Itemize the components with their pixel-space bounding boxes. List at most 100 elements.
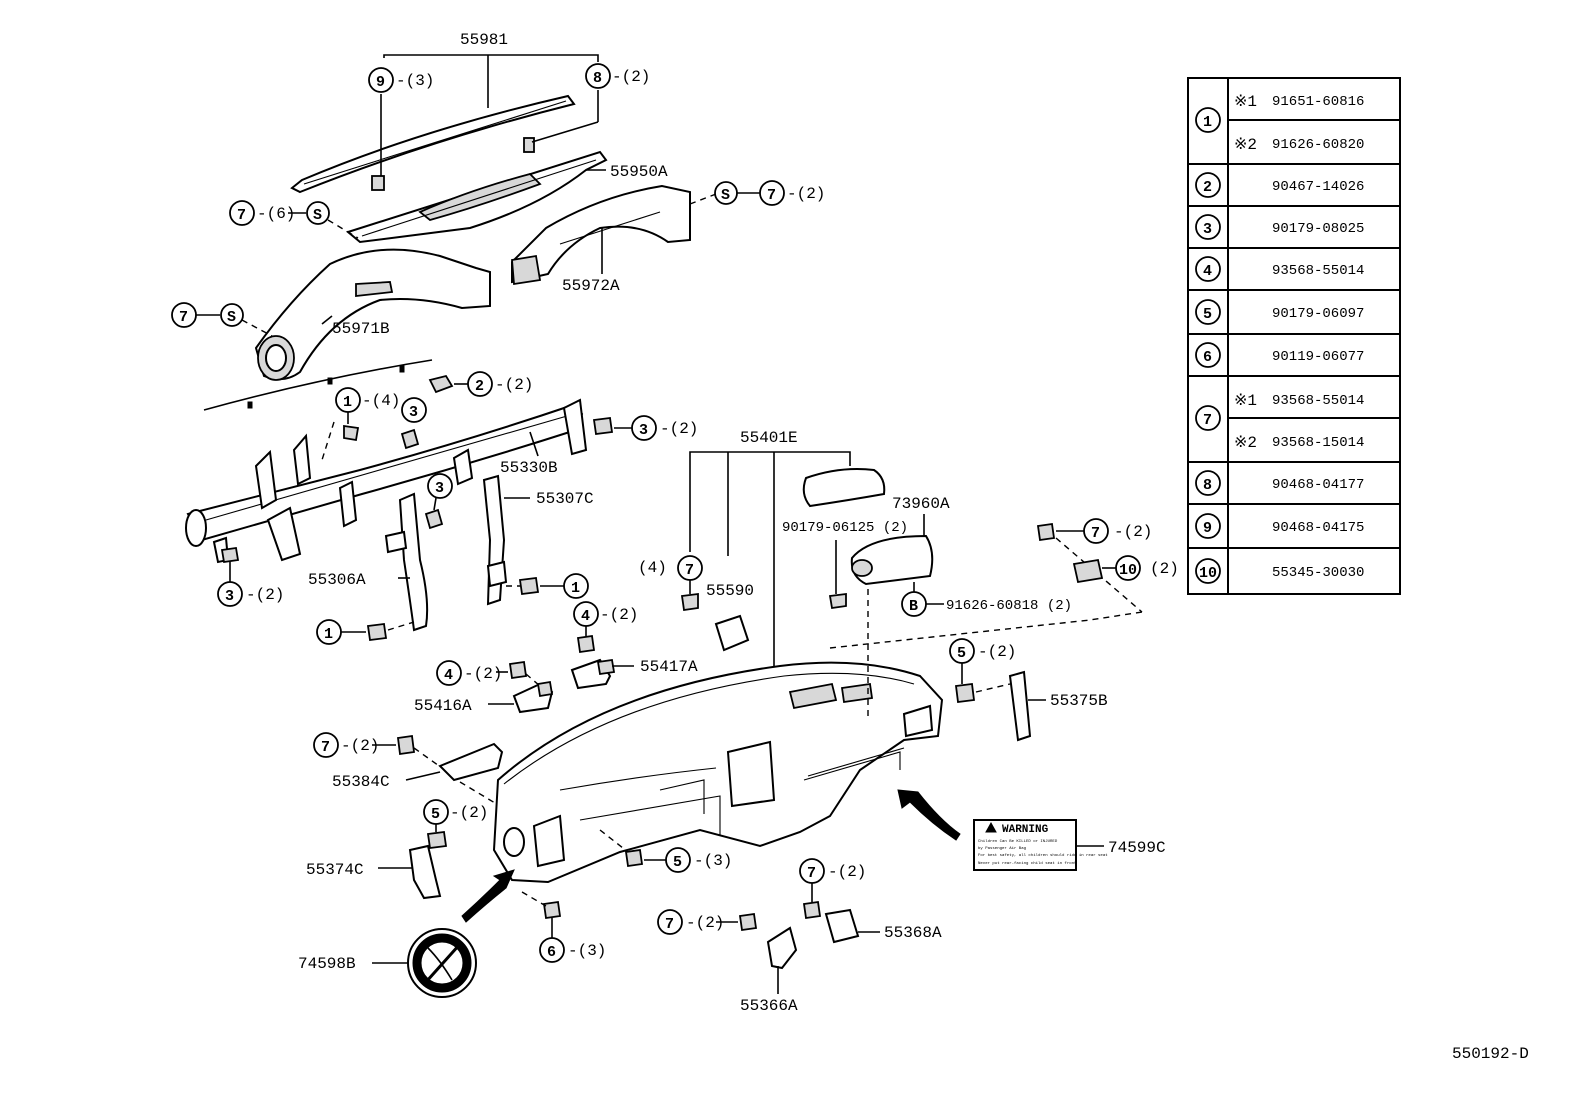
- legend-ref-5-text: 5: [1203, 306, 1212, 323]
- legend-mark-1-1: ※1: [1234, 93, 1257, 111]
- pointer-arrow-warning: [897, 789, 961, 841]
- legend-mark-1-2: ※2: [1234, 136, 1257, 154]
- callout-3-c: [217, 581, 243, 607]
- label-55972A: 55972A: [562, 277, 620, 295]
- callout-5-b-text: 5: [957, 645, 966, 662]
- label-55971B: 55971B: [332, 320, 390, 338]
- legend-ref-2: [1195, 172, 1221, 198]
- legend-ref-3-text: 3: [1203, 221, 1212, 238]
- legend-part-1-1: 91651-60816: [1272, 94, 1364, 110]
- callout-1-c: [563, 573, 589, 599]
- qty-5-c: -(3): [694, 852, 732, 870]
- callout-9-text: 9: [376, 74, 385, 91]
- callout-b-text: B: [909, 598, 918, 615]
- callout-7-g: [657, 909, 683, 935]
- callout-7-h-text: 7: [807, 865, 816, 882]
- screw-s-a-text: S: [313, 207, 322, 224]
- legend-ref-9: [1195, 513, 1221, 539]
- callout-3-b: [631, 415, 657, 441]
- label-55401E: 55401E: [740, 429, 798, 447]
- callout-10: [1115, 555, 1141, 581]
- legend-ref-4-text: 4: [1203, 263, 1212, 280]
- qty-10: (2): [1150, 560, 1179, 578]
- label-55366A: 55366A: [740, 997, 798, 1015]
- qty-6: -(3): [568, 942, 606, 960]
- defroster-nozzle-group: 55981 9 -(3) 8 -(2) 55950A 7 -(6) S: [171, 31, 825, 381]
- diagram-id: 550192-D: [1452, 1045, 1529, 1063]
- warning-line-3: For best safety, all children should rid…: [978, 853, 1108, 858]
- legend-ref-10: [1195, 558, 1221, 584]
- qty-4-b: -(2): [464, 665, 502, 683]
- label-91626-60818: 91626-60818 (2): [946, 598, 1072, 614]
- qty-3-b: -(2): [660, 420, 698, 438]
- callout-8-text: 8: [593, 70, 602, 87]
- callout-3-d: [427, 473, 453, 499]
- qty-4-a: -(2): [600, 606, 638, 624]
- callout-7-e-text: 7: [685, 562, 694, 579]
- callout-7-a: [229, 200, 255, 226]
- legend-ref-6-text: 6: [1203, 349, 1212, 366]
- legend-part-7-2: 93568-15014: [1272, 435, 1364, 451]
- qty-7-f: -(2): [1114, 523, 1152, 541]
- callout-3-a-text: 3: [409, 404, 418, 421]
- bracket-55374C: [408, 844, 442, 900]
- legend-ref-5: [1195, 299, 1221, 325]
- bracket-55384C: [438, 742, 504, 782]
- legend-part-6: 90119-06077: [1272, 349, 1364, 365]
- legend-part-5: 90179-06097: [1272, 306, 1364, 322]
- legend-part-10: 55345-30030: [1272, 565, 1364, 581]
- side-defroster-duct-right: [511, 184, 691, 284]
- callout-1-c-text: 1: [571, 580, 580, 597]
- qty-7-b: -(2): [787, 185, 825, 203]
- callout-7-b-text: 7: [767, 187, 776, 204]
- callout-7-a-text: 7: [237, 207, 246, 224]
- screw-s-b-text: S: [721, 187, 730, 204]
- callout-5-c: [665, 847, 691, 873]
- callout-3-d-text: 3: [435, 480, 444, 497]
- qty-7-g: -(2): [686, 914, 724, 932]
- legend-ref-8: [1195, 470, 1221, 496]
- side-defroster-duct-left: [254, 248, 491, 381]
- callout-4-a-text: 4: [581, 608, 590, 625]
- label-55590: 55590: [706, 582, 754, 600]
- callout-7-g-text: 7: [665, 916, 674, 933]
- pointer-arrow-emblem: [461, 869, 515, 923]
- label-55384C: 55384C: [332, 773, 390, 791]
- legend-part-4: 93568-55014: [1272, 263, 1364, 279]
- label-55368A: 55368A: [884, 924, 942, 942]
- legend-mark-7-1: ※1: [1234, 392, 1257, 410]
- callout-1-a-text: 1: [343, 394, 352, 411]
- callout-3-b-text: 3: [639, 422, 648, 439]
- legend-part-1-2: 91626-60820: [1272, 137, 1364, 153]
- brace-55306A: [398, 492, 429, 632]
- bracket-55375B: [1008, 670, 1032, 742]
- label-55307C: 55307C: [536, 490, 594, 508]
- legend-ref-9-text: 9: [1203, 520, 1212, 537]
- callout-7-d: [313, 732, 339, 758]
- legend-part-7-1: 93568-55014: [1272, 393, 1364, 409]
- label-90179-06125: 90179-06125 (2): [782, 520, 908, 536]
- callout-6-text: 6: [547, 944, 556, 961]
- instrument-panel: [492, 661, 944, 884]
- reinforcement-group: 2 -(2) 55330B 1 -(4) 3 3 -(2): [185, 359, 698, 645]
- label-55330B: 55330B: [500, 459, 558, 477]
- clip-9: [371, 175, 385, 191]
- warning-line-4: Never put rear-facing child seat in fron…: [978, 861, 1076, 866]
- qty-5-b: -(2): [978, 643, 1016, 661]
- callout-4-b: [436, 660, 462, 686]
- bracket-55590: [714, 614, 750, 652]
- airbag-door: [802, 468, 886, 508]
- legend-ref-7: [1195, 405, 1221, 431]
- label-55981: 55981: [460, 31, 508, 49]
- callout-1-b-text: 1: [324, 626, 333, 643]
- label-55375B: 55375B: [1050, 692, 1108, 710]
- legend-table: 1 2 3 4 5 6 7 8 9 10 ※1 ※2 ※1 ※2 91651-6…: [1187, 77, 1401, 595]
- qty-1-a: -(4): [362, 392, 400, 410]
- bracket-55368A: [824, 908, 860, 944]
- label-55306A: 55306A: [308, 571, 366, 589]
- callout-7-f-text: 7: [1091, 525, 1100, 542]
- legend-ref-7-text: 7: [1203, 412, 1212, 429]
- label-74598B: 74598B: [298, 955, 356, 973]
- callout-5-a-text: 5: [431, 806, 440, 823]
- screw-s-a: [306, 201, 330, 225]
